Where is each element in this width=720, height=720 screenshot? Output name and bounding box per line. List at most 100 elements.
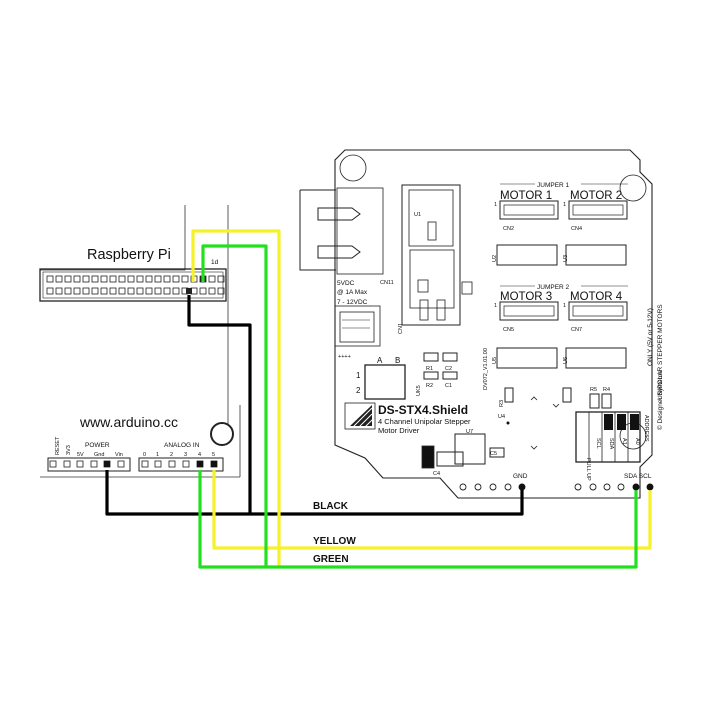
- arduino-title: www.arduino.cc: [79, 414, 178, 430]
- black-wire-arduino: [105, 470, 524, 516]
- raspberry-pi-title: Raspberry Pi: [87, 247, 171, 263]
- wire-endpoint: [211, 461, 217, 467]
- shield-header-pin: [574, 483, 582, 491]
- wires: [105, 229, 652, 569]
- rpi-pin: [118, 275, 126, 283]
- sel-2-label: 2: [356, 386, 361, 395]
- usb-jack: [299, 187, 384, 275]
- analog-pin-label: 5: [212, 452, 215, 458]
- r4-label: R4: [603, 387, 610, 393]
- u5-label: U5: [492, 357, 498, 364]
- analog-pin-label: 2: [170, 452, 173, 458]
- shield-header-pin: [617, 483, 625, 491]
- r5-label: R5: [590, 387, 597, 393]
- sel-a-label: A: [377, 356, 383, 365]
- scl-switch-label: SCL: [595, 438, 601, 449]
- c1-label: C1: [445, 383, 452, 389]
- rpi-pin: [55, 275, 63, 283]
- arduino-power-pin: [117, 460, 125, 468]
- rpi-pin: [82, 275, 90, 283]
- rpi-pin: [145, 287, 153, 295]
- cn1-connector: [334, 305, 381, 347]
- side-text-copyright: © Designer Systems: [656, 370, 664, 430]
- cn11-label: CN11: [380, 280, 394, 286]
- power-spec-line2: @ 1A Max: [337, 289, 368, 296]
- green-wire-arduino: [198, 470, 638, 569]
- d1-label: D1: [424, 456, 431, 462]
- arduino-power-pin: [76, 460, 84, 468]
- power-pin-label: 5V: [77, 452, 84, 458]
- shield-outline: [334, 149, 653, 499]
- sda-switch-label: SDA: [608, 438, 614, 450]
- wire-endpoint: [104, 461, 110, 467]
- analog-in-label: ANALOG IN: [164, 442, 200, 449]
- rpi-pin: [136, 287, 144, 295]
- rpi-pin: [46, 287, 54, 295]
- u2-chip: [496, 244, 558, 266]
- power-pin-label: Gnd: [94, 452, 104, 458]
- regulator-u1: [401, 184, 473, 326]
- rpi-pin: [145, 275, 153, 283]
- rpi-pin: [217, 275, 225, 283]
- wire-endpoint-pins: [104, 461, 654, 491]
- cn5-pin-one: 1: [494, 303, 497, 309]
- r1-label: R1: [426, 366, 433, 372]
- rpi-pin: [181, 275, 189, 283]
- cn5-connector: [499, 301, 559, 321]
- rpi-pin: [55, 287, 63, 295]
- rpi-pin1-label: 1d: [211, 259, 219, 266]
- power-spec-line3: 7 - 12VDC: [337, 299, 368, 306]
- shield-header-pins: [459, 483, 654, 491]
- wire-endpoint: [518, 483, 526, 491]
- sel-b-label: B: [395, 356, 400, 365]
- pullup-label: PULL UP: [585, 458, 591, 481]
- shield-header-pin: [459, 483, 467, 491]
- wire-endpoint: [197, 461, 203, 467]
- shield-mounting-hole-top-right: [619, 174, 647, 202]
- analog-pin-label: 4: [198, 452, 201, 458]
- arduino-analog-pin: [182, 460, 190, 468]
- arduino-mounting-hole: [210, 422, 234, 446]
- rpi-gpio-pins: [46, 275, 225, 295]
- arduino-analog-header: [138, 457, 224, 472]
- rpi-pin: [154, 287, 162, 295]
- arduino-board: www.arduino.cc RESET POWER ANALOG IN 3V3…: [40, 405, 241, 478]
- u7-chip: [454, 433, 486, 465]
- rpi-pin: [64, 287, 72, 295]
- a1-label: A1: [621, 438, 627, 445]
- shield-mounting-hole-top: [339, 154, 367, 182]
- u6-chip: [565, 347, 627, 369]
- shield-header-pin: [589, 483, 597, 491]
- motor1-label: MOTOR 1: [500, 190, 552, 202]
- u3-label: U3: [563, 255, 569, 262]
- shield-header-pin: [504, 483, 512, 491]
- rpi-pin: [163, 287, 171, 295]
- arduino-header-pins: [49, 460, 218, 468]
- u1-label: U1: [414, 212, 421, 218]
- jumper-selector-ab: [364, 364, 406, 400]
- black-wire-rpi: [187, 295, 252, 514]
- u5-chip: [496, 347, 558, 369]
- plus-signs: ++++: [338, 354, 351, 360]
- r3-label: R3: [499, 400, 505, 407]
- arduino-power-pin: [49, 460, 57, 468]
- arduino-analog-pin: [168, 460, 176, 468]
- cn5-label: CN5: [503, 327, 514, 333]
- a0-label: A0: [634, 438, 640, 445]
- designer-systems-logo: [344, 402, 376, 430]
- arduino-analog-pin: [154, 460, 162, 468]
- address-pullup-dip-switches: [575, 411, 641, 463]
- rpi-pin: [217, 287, 225, 295]
- side-text-motors: UNIPOLAR STEPPER MOTORS: [657, 304, 664, 400]
- yellow-wire-rpi: [191, 229, 281, 567]
- cn2-label: CN2: [503, 226, 514, 232]
- u6-label: U6: [563, 357, 569, 364]
- rpi-pin: [73, 287, 81, 295]
- motor2-label: MOTOR 2: [570, 190, 622, 202]
- address-label: ADDRESS: [643, 415, 649, 442]
- c5-label: C5: [490, 451, 497, 457]
- rpi-pin: [109, 287, 117, 295]
- arduino-power-header: [47, 457, 131, 472]
